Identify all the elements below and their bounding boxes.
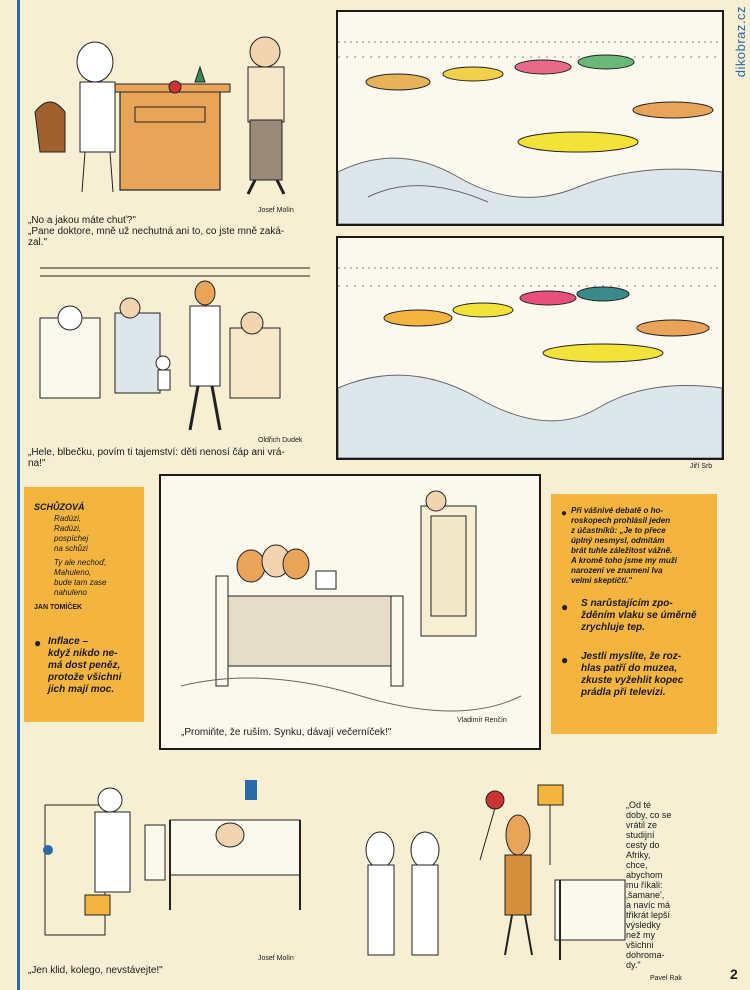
bedroom-caption: „Promiňte, že ruším. Synku, dávají večer… bbox=[181, 727, 392, 738]
artist-credit: Josef Molín bbox=[258, 207, 294, 214]
bullet-icon: ● bbox=[561, 600, 569, 614]
blue-margin-rule bbox=[17, 0, 20, 990]
hospital-caption: „Jen klid, kolego, nevstávejte!" bbox=[28, 965, 163, 976]
tram-illustration bbox=[30, 258, 320, 438]
artist-credit: Vladimír Renčín bbox=[457, 717, 507, 724]
artist-credit: Josef Molín bbox=[258, 955, 294, 962]
tram-caption: „Hele, blbečku, povím ti tajemství: děti… bbox=[28, 447, 285, 469]
traffic-panel-1 bbox=[336, 10, 724, 226]
inflation-joke: Inflace – když nikdo ne- má dost peněz, … bbox=[48, 636, 122, 695]
radio-joke: Jestli myslíte, že roz- hlas patří do mu… bbox=[581, 651, 684, 698]
traffic-panel-2 bbox=[336, 236, 724, 460]
doctor-caption: „No a jakou máte chuť?" „Pane doktore, m… bbox=[28, 215, 285, 248]
poem-author: JAN TOMÍČEK bbox=[34, 604, 83, 611]
bullet-icon: ● bbox=[34, 636, 42, 650]
hospital-illustration bbox=[30, 770, 310, 950]
left-text-box: SCHŮZOVÁ Radúzi, Radúzi, pospíchej na sc… bbox=[24, 487, 144, 722]
shaman-caption: „Od té doby, co se vrátil ze studijní ce… bbox=[626, 800, 672, 970]
watermark: dikobraz.cz bbox=[733, 6, 748, 78]
doctor-illustration bbox=[30, 12, 320, 207]
shaman-illustration bbox=[340, 770, 630, 970]
bullet-icon: ● bbox=[561, 508, 568, 519]
poem: Radúzi, Radúzi, pospíchej na schůzi bbox=[54, 514, 89, 553]
horoscope-joke: Při vášnivé debatě o ho- roskopech prohl… bbox=[571, 506, 677, 585]
artist-credit: Jiří Srb bbox=[690, 463, 713, 470]
page-number: 2 bbox=[730, 966, 738, 982]
artist-credit: Pavel Rak bbox=[650, 975, 682, 982]
bullet-icon: ● bbox=[561, 653, 569, 667]
poem-second-stanza: Ty ale nechoď, Mahuleno, bude tam zase n… bbox=[54, 558, 107, 597]
right-text-box: ● Při vášnivé debatě o ho- roskopech pro… bbox=[551, 494, 717, 734]
artist-credit: Oldřich Dudek bbox=[258, 437, 303, 444]
bedroom-panel: Vladimír Renčín „Promiňte, že ruším. Syn… bbox=[159, 474, 541, 750]
train-joke: S narůstajícím zpo- žděním vlaku se úměr… bbox=[581, 598, 697, 633]
box-title: SCHŮZOVÁ bbox=[34, 502, 85, 512]
